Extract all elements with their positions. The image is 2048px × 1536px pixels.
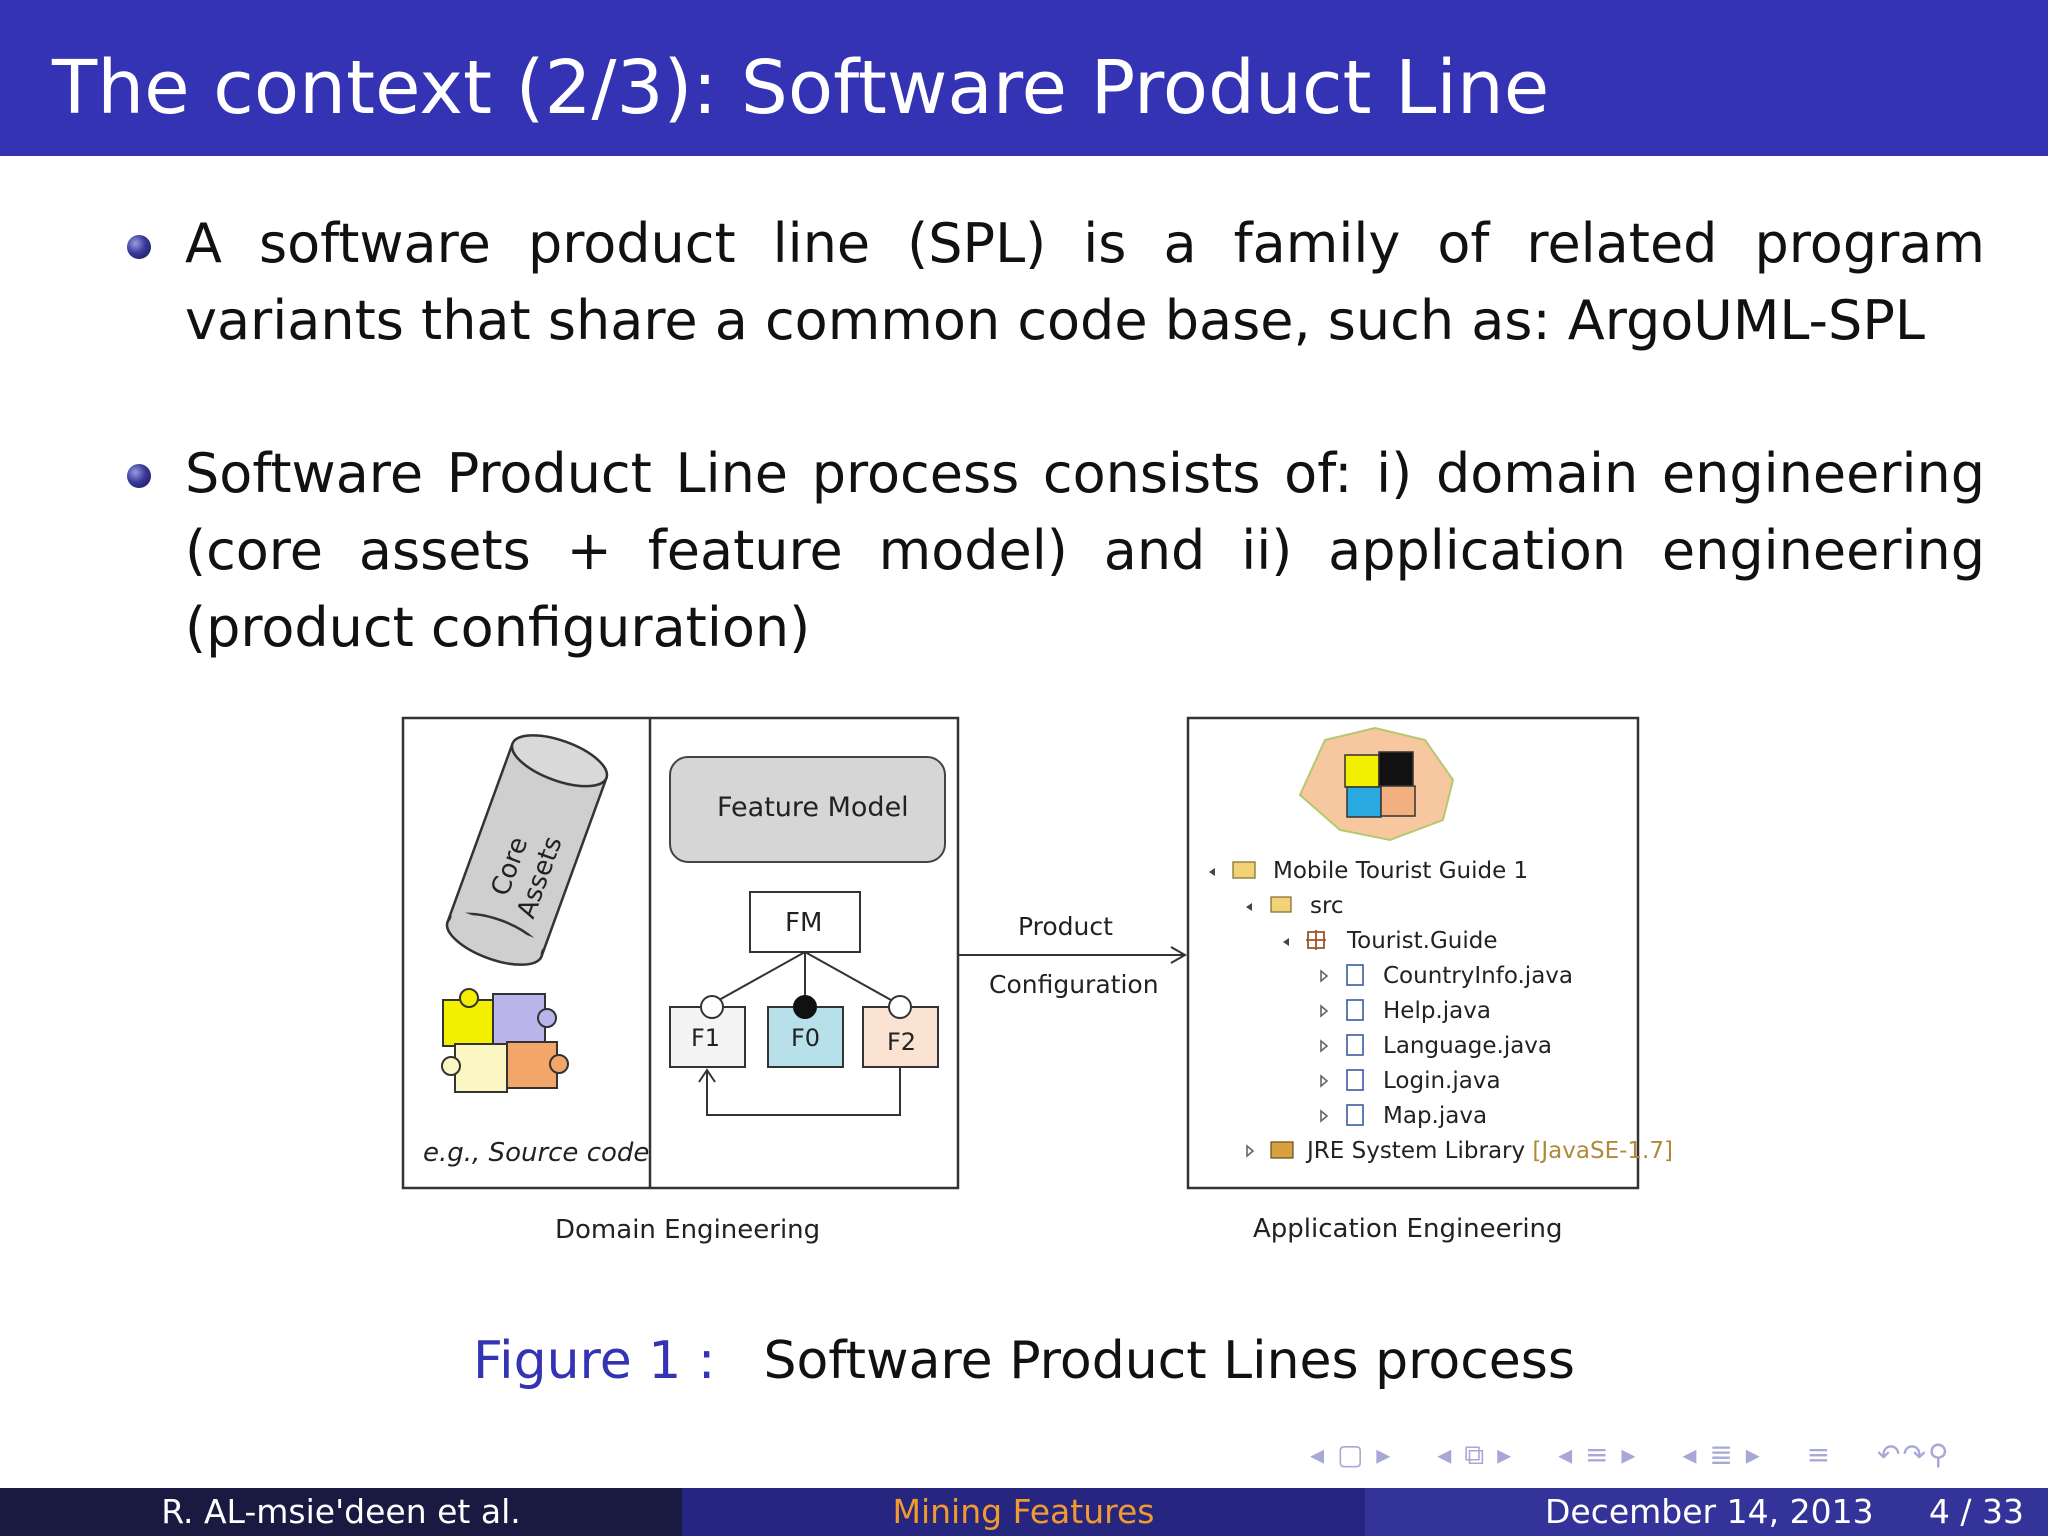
- f0-label: F0: [791, 1024, 821, 1052]
- bullet-text: A software product line (SPL) is a famil…: [185, 212, 1985, 352]
- tree-package: Tourist.Guide: [1347, 928, 1498, 954]
- tree-icons: [1209, 861, 1326, 950]
- nav-frame-icon[interactable]: ◂ ▢ ▸: [1310, 1438, 1393, 1471]
- tree-src: src: [1310, 893, 1344, 919]
- figure-caption: Figure 1 : Software Product Lines process: [0, 1330, 2048, 1392]
- tree-file: Map.java: [1383, 1103, 1488, 1129]
- tree-jre-label: JRE System Library: [1307, 1138, 1526, 1164]
- bullet-icon: [127, 464, 151, 488]
- configuration-label: Configuration: [989, 970, 1159, 999]
- footer-date-cell: December 14, 2013 4 / 33: [1365, 1488, 2048, 1536]
- requires-constraint: [706, 1067, 901, 1116]
- title-bar: The context (2/3): Software Product Line: [0, 0, 2048, 156]
- bullet-text: Software Product Line process consists o…: [185, 442, 1985, 659]
- fm-node: [749, 891, 861, 953]
- slide-footer: R. AL-msie'deen et al. Mining Features D…: [0, 1488, 2048, 1536]
- tree-project: Mobile Tourist Guide 1: [1273, 858, 1529, 884]
- nav-subsection-icon[interactable]: ◂ ⧉ ▸: [1437, 1438, 1514, 1471]
- source-code-label: e.g., Source code: [423, 1138, 650, 1168]
- tree-jre: JRE System Library [JavaSE-1.7]: [1307, 1138, 1673, 1164]
- java-file-icons: [1320, 964, 1364, 1126]
- tree-file: Language.java: [1383, 1033, 1553, 1059]
- application-engineering-label: Application Engineering: [1253, 1214, 1563, 1244]
- feature-model-box: [669, 756, 946, 863]
- library-icon: [1270, 1141, 1294, 1159]
- nav-menu-icon[interactable]: ≡: [1806, 1438, 1833, 1471]
- feature-model-label: Feature Model: [717, 792, 909, 823]
- caption-text: Software Product Lines process: [763, 1331, 1575, 1391]
- figure-diagram: [401, 716, 1640, 1190]
- tree-jre-version: [JavaSE-1.7]: [1532, 1138, 1673, 1164]
- nav-search-icon[interactable]: ↶↷⚲: [1877, 1438, 1951, 1471]
- slide-title: The context (2/3): Software Product Line: [52, 45, 1550, 131]
- footer-date: December 14, 2013: [1545, 1492, 1874, 1531]
- spl-process-figure: Core Assets e.g., Source code Feature Mo…: [395, 700, 1673, 1260]
- puzzle-icon: [441, 988, 569, 1093]
- nav-section-icon[interactable]: ◂ ≡ ▸: [1558, 1438, 1638, 1471]
- fm-label: FM: [785, 908, 823, 938]
- tree-file: CountryInfo.java: [1383, 963, 1573, 989]
- f2-label: F2: [887, 1028, 917, 1056]
- f1-label: F1: [691, 1024, 721, 1052]
- footer-author: R. AL-msie'deen et al.: [0, 1488, 682, 1536]
- footer-page-number: 4 / 33: [1928, 1492, 2024, 1531]
- product-label: Product: [1018, 912, 1113, 941]
- footer-title: Mining Features: [682, 1488, 1365, 1536]
- core-assets-cylinder: [445, 734, 609, 966]
- caption-label: Figure 1 :: [473, 1331, 716, 1391]
- beamer-navigation: ◂ ▢ ▸ ◂ ⧉ ▸ ◂ ≡ ▸ ◂ ≣ ▸ ≡ ↶↷⚲: [1310, 1438, 1950, 1474]
- puzzle-icon: [1344, 751, 1416, 818]
- mandatory-marker: [793, 995, 817, 1019]
- optional-marker: [700, 995, 724, 1019]
- bullet-icon: [127, 235, 151, 259]
- tree-file: Login.java: [1383, 1068, 1501, 1094]
- optional-marker: [888, 995, 912, 1019]
- domain-engineering-label: Domain Engineering: [555, 1215, 821, 1245]
- nav-doc-icon[interactable]: ◂ ≣ ▸: [1682, 1438, 1762, 1471]
- tree-file: Help.java: [1383, 998, 1491, 1024]
